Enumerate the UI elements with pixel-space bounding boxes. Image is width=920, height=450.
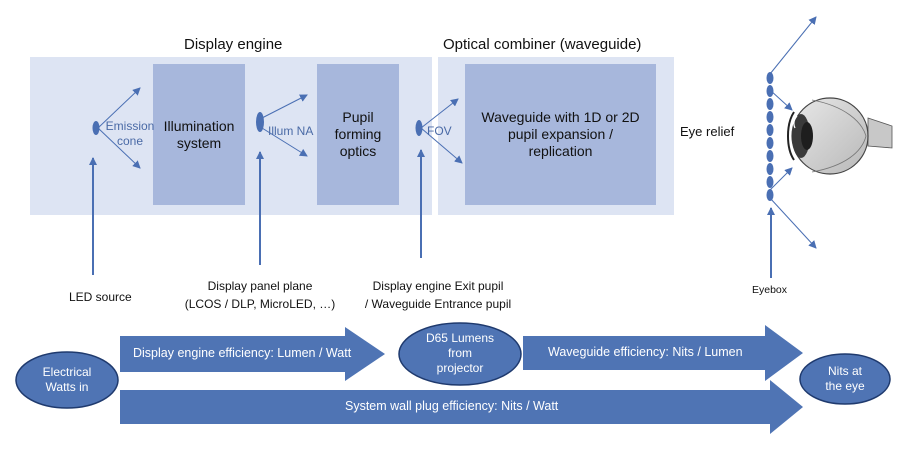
eyebox-rays	[769, 16, 817, 249]
d65-lumens-oval	[398, 322, 522, 386]
nits-at-eye-label: Nits at the eye	[825, 364, 865, 393]
illum-na-lower-ray	[261, 127, 308, 157]
emission-cone-upper-ray	[97, 87, 141, 129]
waveguide-label: Waveguide with 1D or 2D pupil expansion …	[481, 109, 640, 159]
exit-pupil-label: Display engine Exit pupil / Waveguide En…	[364, 279, 512, 311]
waveguide-efficiency-label: Waveguide efficiency: Nits / Lumen	[548, 345, 743, 359]
nits-at-eye-oval	[799, 353, 891, 405]
emission-cone-label: Emission cone	[105, 119, 155, 148]
pupil-forming-optics-box: Pupil forming optics	[317, 64, 399, 205]
eyebox-stack	[766, 72, 774, 201]
eye-illustration	[787, 97, 893, 175]
fov-group	[415, 98, 463, 164]
waveguide-box: Waveguide with 1D or 2D pupil expansion …	[465, 64, 656, 205]
electrical-watts-label: Electrical Watts in	[42, 365, 92, 394]
illum-na-group	[256, 94, 308, 157]
d65-lumens-label: D65 Lumens from projector	[425, 331, 495, 375]
emission-cone-lower-ray	[97, 127, 141, 169]
illum-na-label: Illum NA	[268, 124, 314, 138]
exit-pupil-ellipse	[415, 120, 423, 136]
illumination-system-box: Illumination system	[153, 64, 245, 205]
fov-label: FOV	[427, 124, 452, 138]
display-engine-title: Display engine	[184, 36, 283, 53]
engine-efficiency-arrow	[120, 327, 385, 381]
display-panel-plane-label: Display panel plane (LCOS / DLP, MicroLE…	[184, 279, 336, 311]
eye-relief-label: Eye relief	[680, 124, 735, 139]
engine-efficiency-label: Display engine efficiency: Lumen / Watt	[133, 346, 352, 360]
wall-plug-efficiency-label: System wall plug efficiency: Nits / Watt	[345, 399, 559, 413]
display-panel-ellipse	[256, 112, 264, 132]
led-source-ellipse	[92, 121, 100, 135]
wall-plug-efficiency-arrow	[120, 380, 803, 434]
led-source-label: LED source	[69, 290, 132, 304]
pupil-forming-optics-label: Pupil forming optics	[334, 109, 382, 159]
fov-lower-ray	[420, 127, 463, 164]
optical-combiner-title: Optical combiner (waveguide)	[443, 36, 642, 53]
emission-cone-group	[92, 87, 141, 169]
illumination-system-label: Illumination system	[163, 117, 235, 151]
illum-na-upper-ray	[261, 94, 308, 119]
waveguide-efficiency-arrow	[523, 325, 803, 381]
eyebox-label: Eyebox	[752, 284, 788, 296]
electrical-watts-oval	[15, 351, 119, 409]
fov-upper-ray	[420, 98, 459, 129]
